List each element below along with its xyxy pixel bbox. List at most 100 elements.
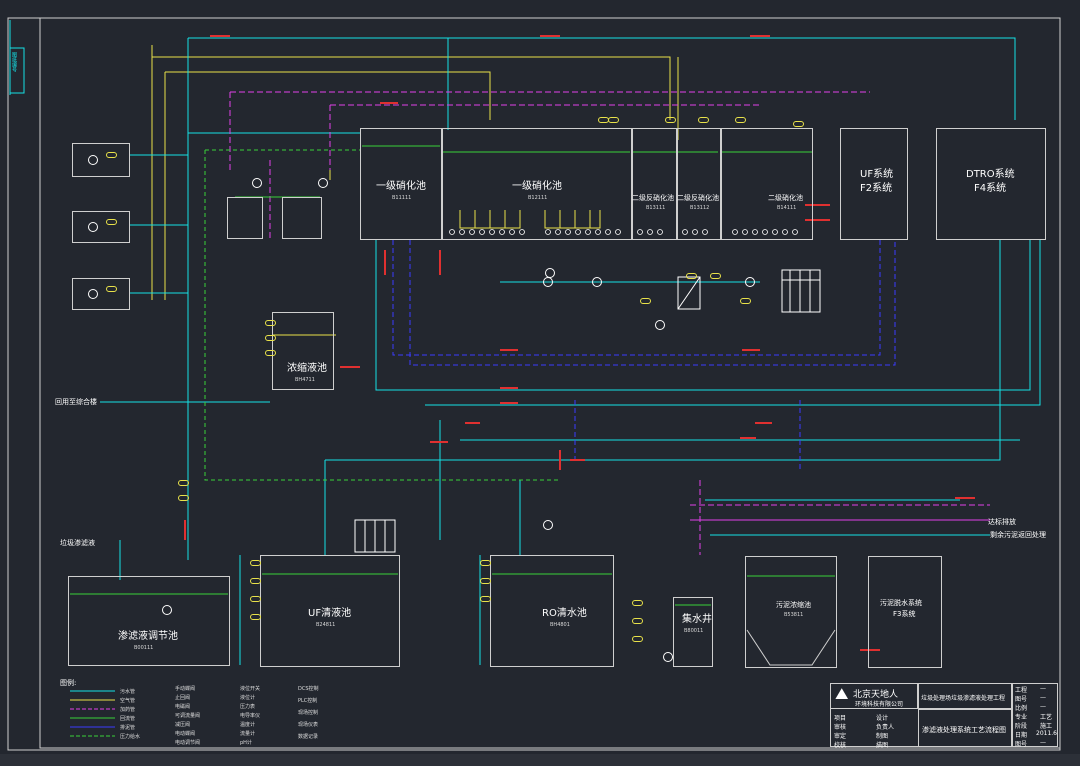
diffuser-dots [449, 229, 798, 235]
tb-right-value-7: — [1040, 739, 1046, 746]
aeration-grid [459, 210, 601, 229]
pump-icon[interactable] [88, 289, 98, 299]
instrument-icon[interactable] [608, 117, 619, 123]
legend-instr-3: 压力表 [240, 704, 256, 710]
legend-symbol-6: 电动蝶阀 [175, 731, 196, 737]
uf-system-name: UF系统 [860, 169, 894, 180]
instrument-icon[interactable] [480, 596, 491, 602]
legend-line-2: 空气管 [120, 698, 136, 704]
pump-icon[interactable] [252, 178, 262, 188]
reuse-label: 回用至综合楼 [55, 398, 97, 406]
company-logo-icon: ⛰ [835, 684, 849, 703]
sump-code: B80011 [684, 628, 704, 634]
pump-icon[interactable] [745, 277, 755, 287]
instrument-icon[interactable] [665, 117, 676, 123]
legend-other-5: 数据记录 [298, 734, 319, 740]
pump-icon[interactable] [592, 277, 602, 287]
instrument-icon[interactable] [106, 219, 117, 225]
ro-tank-code: BH4801 [550, 622, 570, 628]
tb-right-value-6: 2011.6 [1036, 730, 1057, 737]
uf-clear-tank-box [260, 555, 400, 667]
instrument-icon[interactable] [178, 480, 189, 486]
legend-other-2: PLC控制 [298, 698, 318, 704]
instrument-icon[interactable] [640, 298, 651, 304]
pump-icon[interactable] [162, 605, 172, 615]
bottom-bar [0, 754, 1080, 766]
instrument-icon[interactable] [740, 298, 751, 304]
tb-left-2: 审核 [834, 724, 847, 731]
dtro-system-name: DTRO系统 [966, 169, 1015, 180]
side-strip-box [9, 47, 25, 94]
tb-right-value-3: — [1040, 703, 1046, 710]
instrument-icon[interactable] [106, 286, 117, 292]
dosing-tank-1 [227, 197, 263, 239]
legend-instr-5: 温度计 [240, 722, 256, 728]
instrument-icon[interactable] [250, 596, 261, 602]
instrument-icon[interactable] [698, 117, 709, 123]
instrument-icon[interactable] [265, 350, 276, 356]
instrument-icon[interactable] [250, 614, 261, 620]
tb-mid-4: 描图 [876, 742, 889, 749]
cyan-h-460 [325, 240, 1001, 461]
legend-other-3: 现场控制 [298, 710, 319, 716]
pump-icon[interactable] [318, 178, 328, 188]
instrument-icon[interactable] [265, 320, 276, 326]
instrument-icon[interactable] [106, 152, 117, 158]
instrument-icon[interactable] [265, 335, 276, 341]
sludge-1 [392, 240, 881, 356]
tank-3-box [632, 128, 677, 240]
pump-icon[interactable] [545, 268, 555, 278]
tb-right-label-4: 专业 [1015, 714, 1028, 721]
cyan-top [188, 37, 1016, 120]
instrument-icon[interactable] [250, 560, 261, 566]
tank-1-box [360, 128, 442, 240]
pump-icon[interactable] [663, 652, 673, 662]
thickener-name: 污泥浓缩池 [776, 601, 811, 609]
uf-system-code: F2系统 [860, 183, 893, 194]
instrument-icon[interactable] [480, 578, 491, 584]
concentrate-tank-code: BH4711 [295, 377, 315, 383]
instrument-icon[interactable] [793, 121, 804, 127]
tb-right-label-3: 比例 [1015, 705, 1028, 712]
instrument-icon[interactable] [632, 618, 643, 624]
tb-left-4: 校核 [834, 742, 847, 749]
instrument-icon[interactable] [710, 273, 721, 279]
legend-symbol-5: 减压阀 [175, 722, 191, 728]
pump-icon[interactable] [88, 155, 98, 165]
air-top-2 [165, 71, 491, 120]
tank-5-box [721, 128, 813, 240]
instrument-icon[interactable] [632, 636, 643, 642]
instrument-icon[interactable] [735, 117, 746, 123]
tank-4-name: 二级反硝化池 [677, 194, 719, 202]
tb-right-value-2: — [1040, 694, 1046, 701]
pump-icon[interactable] [88, 222, 98, 232]
legend-other-4: 现场仪表 [298, 722, 319, 728]
legend-instr-4: 电导率仪 [240, 713, 261, 719]
legend-instr-2: 液位计 [240, 695, 256, 701]
inner-frame [39, 17, 1061, 749]
feed-pump-box-1 [72, 143, 130, 177]
tank-1-name: 一级硝化池 [376, 181, 426, 192]
side-tag: 图纸编号 [11, 52, 17, 72]
instrument-icon[interactable] [686, 273, 697, 279]
discharge-label: 达标排放 [988, 518, 1016, 526]
company-sub: 环境科技有限公司 [855, 701, 904, 708]
instrument-icon[interactable] [178, 495, 189, 501]
pump-icon[interactable] [655, 320, 665, 330]
instrument-icon[interactable] [632, 600, 643, 606]
tb-right-label-1: 工程 [1015, 687, 1028, 694]
instrument-icon[interactable] [480, 560, 491, 566]
tb-right-value-5: 施工 [1040, 723, 1053, 730]
legend-instr-7: pH计 [240, 740, 252, 746]
instrument-icon[interactable] [250, 578, 261, 584]
tank-4-box [677, 128, 721, 240]
title-block-logo-cell [830, 683, 918, 709]
tank-4-code: B13112 [690, 205, 710, 211]
dewater-name: 污泥脱水系统 [880, 599, 922, 607]
pump-icon[interactable] [543, 277, 553, 287]
legend-line-samples [70, 690, 115, 737]
tb-right-label-2: 图号 [1015, 696, 1028, 703]
pump-icon[interactable] [543, 520, 553, 530]
uf-system-box [840, 128, 908, 240]
